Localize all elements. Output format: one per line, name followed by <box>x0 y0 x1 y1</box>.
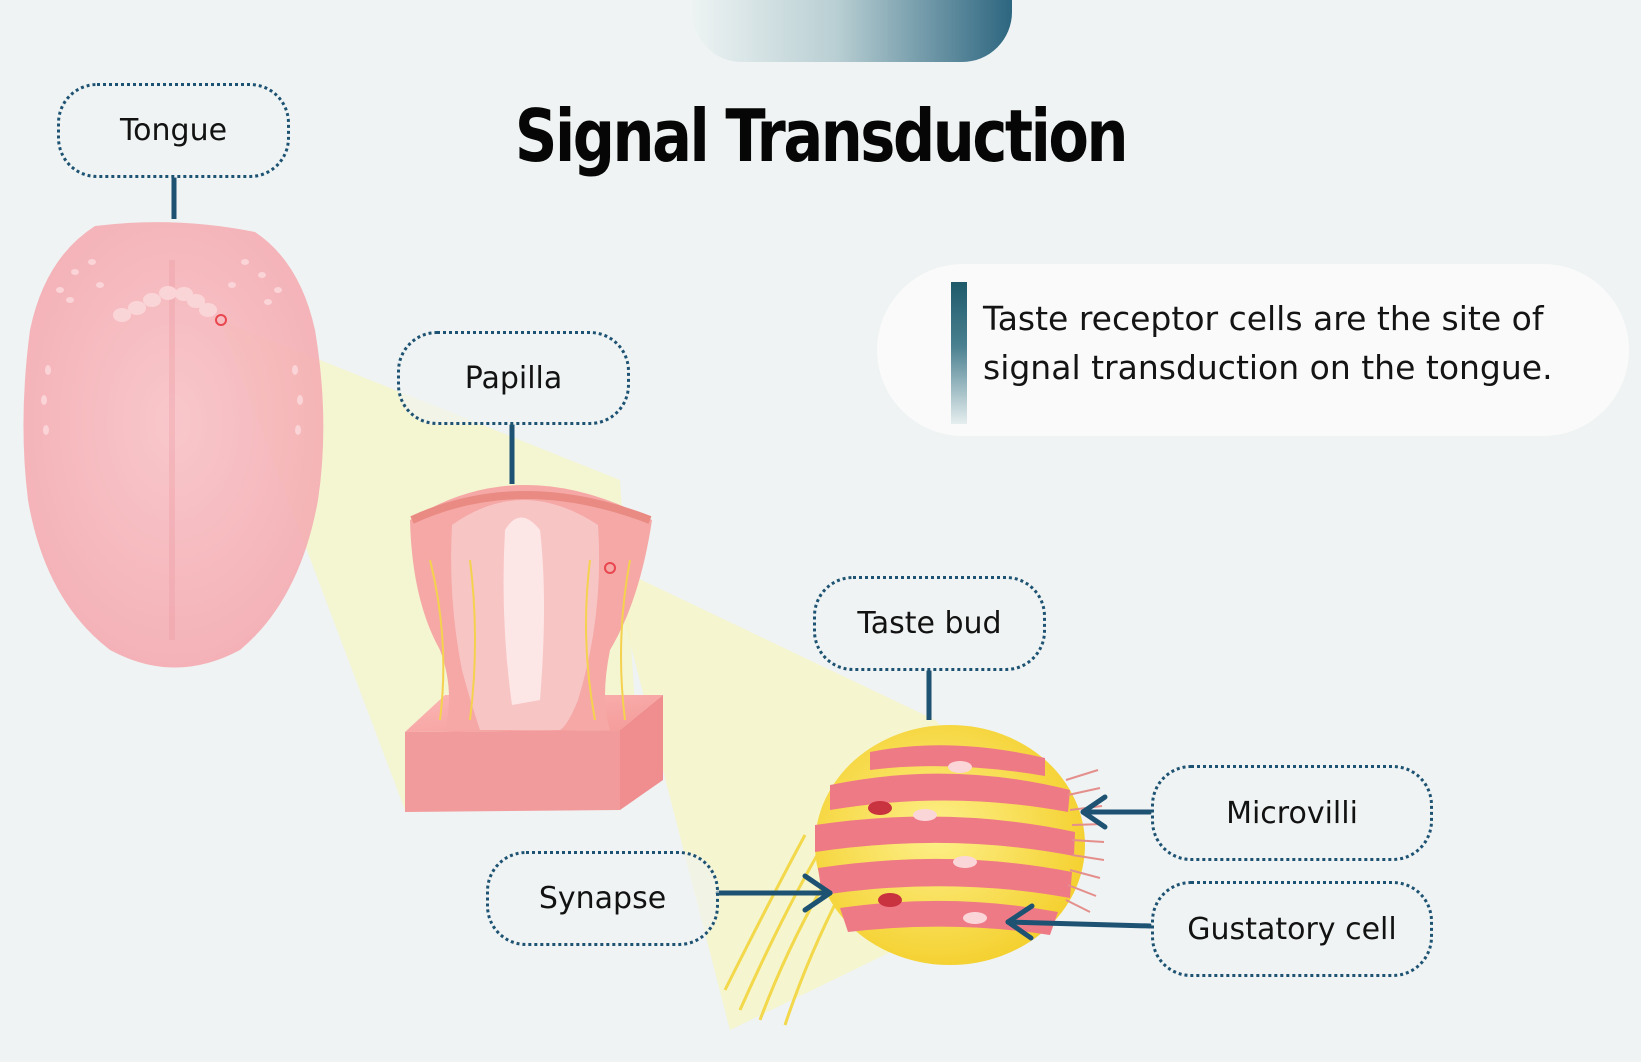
microvilli-arrow <box>1083 797 1150 827</box>
gustatory-cell-label: Gustatory cell <box>1151 881 1433 977</box>
papilla-label: Papilla <box>397 331 630 425</box>
microvilli-label: Microvilli <box>1151 765 1433 861</box>
tongue-illustration <box>23 222 323 667</box>
tongue-label: Tongue <box>57 83 290 178</box>
synapse-label: Synapse <box>486 851 719 946</box>
taste-bud-label: Taste bud <box>813 576 1046 671</box>
